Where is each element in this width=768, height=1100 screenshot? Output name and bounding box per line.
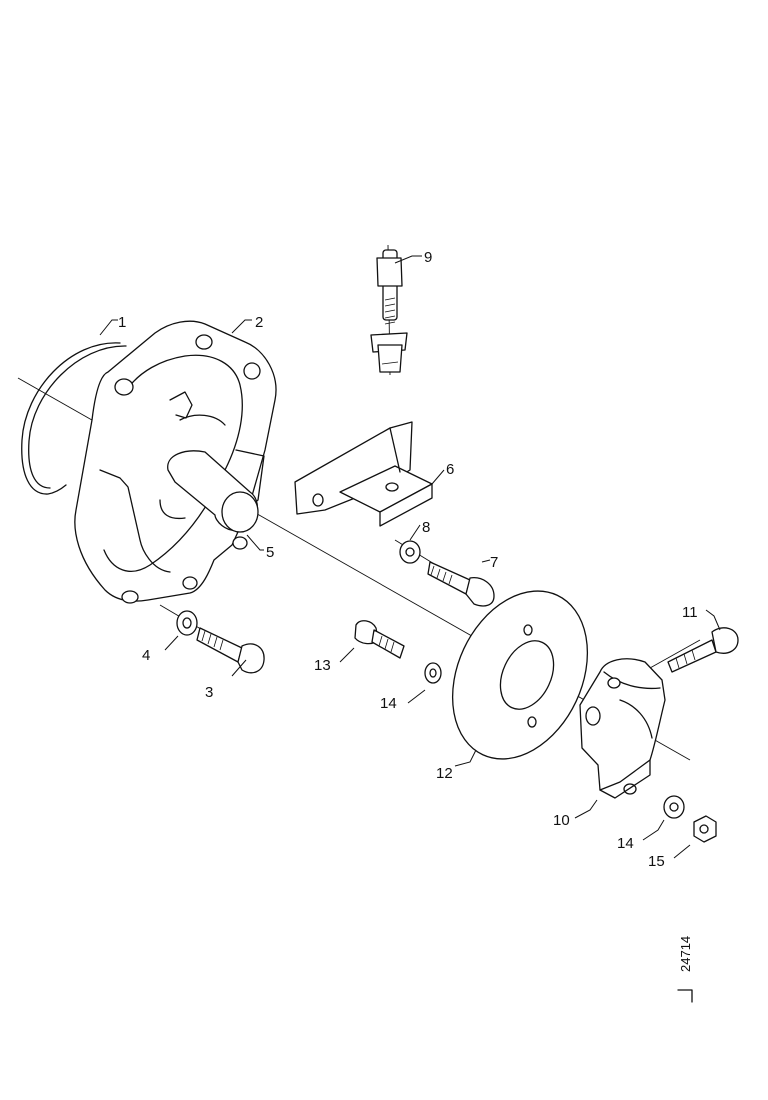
label-part-10: 10 [553, 812, 570, 829]
label-part-9: 9 [424, 249, 432, 266]
label-part-12: 12 [436, 765, 453, 782]
label-part-6: 6 [446, 461, 454, 478]
label-part-13: 13 [314, 657, 331, 674]
label-part-8: 8 [422, 519, 430, 536]
label-part-4: 4 [142, 647, 150, 664]
label-part-7: 7 [490, 554, 498, 571]
o-ring [21, 342, 127, 495]
clamp-block [579, 658, 666, 799]
label-part-5: 5 [266, 544, 274, 561]
corner-mark [677, 989, 693, 1003]
figure-reference-number: 24714 [678, 936, 693, 972]
bolt-7 [427, 561, 495, 607]
bolt-13 [354, 620, 405, 659]
threaded-stud [370, 249, 408, 373]
bolt-11 [667, 627, 739, 673]
bracket [294, 421, 433, 527]
label-part-14-right: 14 [617, 835, 634, 852]
bolt-axis-11 [649, 639, 701, 669]
leader-lines [99, 255, 721, 859]
label-part-1: 1 [118, 314, 126, 331]
shaft [159, 450, 259, 533]
label-part-3: 3 [205, 684, 213, 701]
label-part-15: 15 [648, 853, 665, 870]
label-part-2: 2 [255, 314, 263, 331]
label-part-14-left: 14 [380, 695, 397, 712]
hex-nut-15 [693, 815, 717, 843]
flange-disc [451, 590, 589, 760]
label-part-11: 11 [682, 604, 698, 621]
bolt-3 [196, 627, 265, 674]
